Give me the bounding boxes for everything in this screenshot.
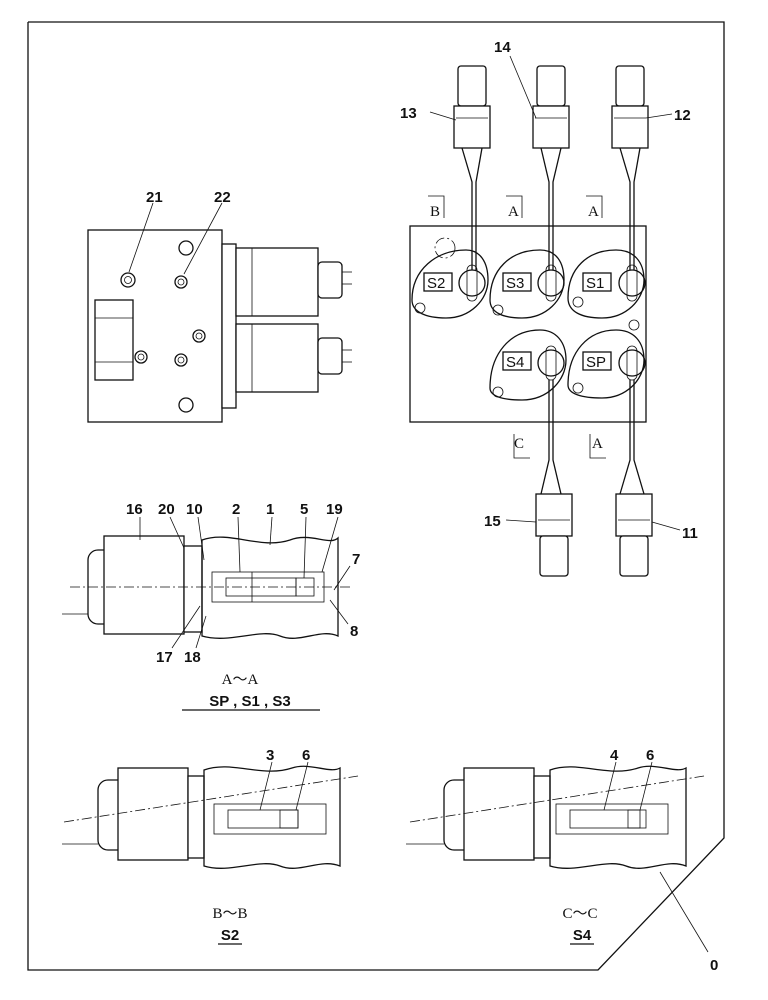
tag-s4: S4 [502,351,532,371]
section-bb-view [62,761,359,869]
section-aa-title: A～A [222,672,259,688]
section-bb-caption: S2 [221,927,239,944]
callout-6-bb: 6 [302,747,310,764]
callout-13: 13 [400,105,417,122]
callout-21: 21 [146,189,163,206]
valve-top-view [409,55,681,577]
callout-8: 8 [350,623,358,640]
svg-text:S1: S1 [586,275,604,292]
section-cc-caption: S4 [573,927,592,944]
marker-a-bottom: A [592,436,603,452]
section-aa-view [62,516,351,649]
section-cc-title: C～C [562,906,597,922]
callout-6-cc: 6 [646,747,654,764]
callout-10: 10 [186,501,203,518]
marker-b: B [430,204,440,220]
callout-15: 15 [484,513,501,530]
tag-s3: S3 [502,272,532,292]
callout-5: 5 [300,501,308,518]
svg-text:SP: SP [586,354,606,371]
section-bb-title: B～B [212,906,247,922]
tag-s2: S2 [423,272,453,292]
connector-left-top [453,65,491,270]
connector-right-bottom [615,493,653,577]
svg-text:S3: S3 [506,275,524,292]
callout-18: 18 [184,649,201,666]
section-cc-view [406,761,705,869]
callout-22: 22 [214,189,231,206]
connector-right-top [611,65,649,270]
marker-a-right: A [588,204,599,220]
tag-sp: SP [582,351,612,371]
callout-0: 0 [710,957,718,974]
svg-text:S4: S4 [506,354,524,371]
callout-3: 3 [266,747,274,764]
callout-19: 19 [326,501,343,518]
callout-16: 16 [126,501,143,518]
marker-a-mid: A [508,204,519,220]
callout-14: 14 [494,39,511,56]
section-aa-caption: SP , S1 , S3 [209,693,290,710]
callout-7: 7 [352,551,360,568]
callout-12: 12 [674,107,691,124]
callout-1: 1 [266,501,274,518]
tag-s1: S1 [582,272,612,292]
drawing-frame [27,21,725,971]
callout-11: 11 [682,525,698,542]
callout-20: 20 [158,501,175,518]
callout-2: 2 [232,501,240,518]
valve-side-view [87,202,352,423]
callout-17: 17 [156,649,173,666]
connector-mid-bottom [535,493,573,577]
marker-c: C [514,436,524,452]
svg-text:S2: S2 [427,275,445,292]
callout-4: 4 [610,747,619,764]
connector-mid-top [532,65,570,270]
